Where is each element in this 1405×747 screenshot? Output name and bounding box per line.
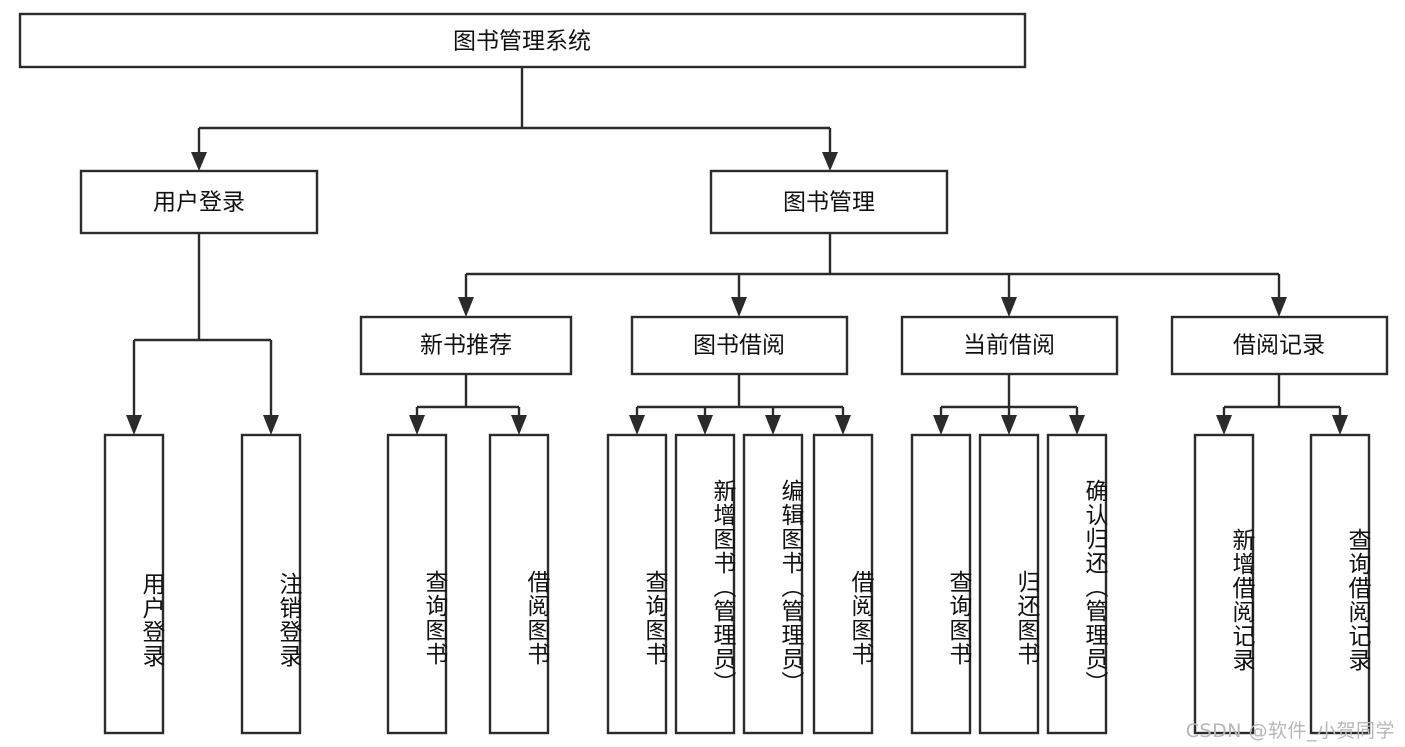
connectors-newbook-to-leaves (409, 374, 527, 435)
leaf-boxes-borrow-records[interactable] (1193, 433, 1371, 735)
arrow-head-icon (1069, 415, 1085, 435)
arrow-head-icon (1001, 297, 1017, 317)
level3-label-book-borrow: 图书借阅 (693, 333, 785, 359)
level3-label-borrow-records: 借阅记录 (1233, 333, 1325, 359)
connectors-userlogin-to-leaves (126, 233, 279, 435)
connectors-root-to-level2 (191, 67, 838, 171)
connectors-borrowrecords-to-leaves (1216, 374, 1348, 435)
arrow-head-icon (126, 415, 142, 435)
level3-label-new-book-recommend: 新书推荐 (420, 333, 512, 359)
arrow-head-icon (697, 415, 713, 435)
arrow-head-icon (765, 415, 781, 435)
node-user-login[interactable] (79, 169, 319, 235)
arrow-head-icon (1001, 415, 1017, 435)
arrow-head-icon (835, 415, 851, 435)
watermark-text: CSDN @软件_小贺同学 (1185, 720, 1395, 742)
leaf-boxes-current-borrow[interactable] (910, 433, 1108, 735)
arrow-head-icon (822, 152, 838, 171)
node-borrow-records[interactable] (1170, 315, 1389, 376)
arrow-head-icon (1271, 297, 1287, 317)
connectors-currentborrow-to-leaves (933, 374, 1085, 435)
arrow-head-icon (409, 415, 425, 435)
arrow-head-icon (1332, 415, 1348, 435)
arrow-head-icon (731, 297, 747, 317)
node-book-management[interactable] (709, 169, 949, 235)
arrow-head-icon (458, 297, 474, 317)
level2-label-user-login: 用户登录 (153, 190, 245, 216)
leaf-boxes-book-borrow[interactable] (606, 433, 874, 735)
node-new-book-recommend[interactable] (359, 315, 573, 376)
arrow-head-icon (629, 415, 645, 435)
level2-label-book-management: 图书管理 (783, 190, 875, 216)
arrow-head-icon (1216, 415, 1232, 435)
connectors-bookborrow-to-leaves (629, 374, 851, 435)
arrow-head-icon (933, 415, 949, 435)
arrow-head-icon (511, 415, 527, 435)
arrow-head-icon (263, 415, 279, 435)
leaf-boxes-user-login[interactable] (103, 433, 302, 735)
node-book-borrow[interactable] (630, 315, 849, 376)
connectors-bookmgmt-to-level3 (458, 233, 1287, 317)
root-label: 图书管理系统 (453, 29, 591, 55)
node-current-borrow[interactable] (900, 315, 1119, 376)
level3-label-current-borrow: 当前借阅 (963, 333, 1055, 359)
arrow-head-icon (191, 152, 207, 171)
leaf-boxes-new-book-recommend[interactable] (386, 433, 550, 735)
node-root-book-management-system[interactable] (18, 12, 1027, 69)
